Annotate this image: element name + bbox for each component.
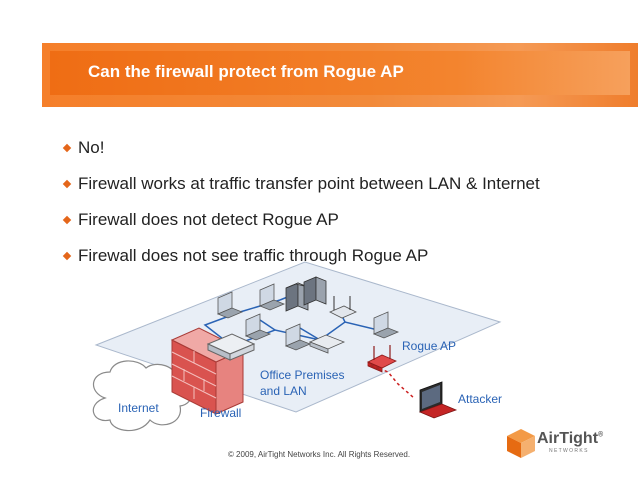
router-icon: [206, 333, 256, 361]
bullet-text: Firewall does not detect Rogue AP: [78, 210, 339, 229]
title-banner: Can the firewall protect from Rogue AP: [42, 43, 638, 107]
rogue-ap-label: Rogue AP: [402, 339, 457, 353]
bullet-list: No! Firewall works at traffic transfer p…: [62, 137, 540, 281]
logo-name: AirTight®: [537, 430, 604, 447]
access-point-icon: [329, 296, 357, 319]
bullet-text: Firewall works at traffic transfer point…: [78, 174, 540, 193]
title-banner-inner: Can the firewall protect from Rogue AP: [50, 51, 630, 95]
airtight-logo-icon: [507, 429, 535, 458]
logo-subtitle: N E T W O R K S: [549, 448, 588, 454]
attacker-label: Attacker: [458, 392, 503, 406]
server-icon: [285, 276, 327, 312]
attacker-laptop-icon: [418, 381, 458, 419]
firewall-label: Firewall: [200, 406, 242, 420]
office-label: Office Premises: [260, 368, 345, 382]
bullet-text: No!: [78, 138, 105, 157]
internet-label: Internet: [118, 401, 159, 415]
laptop-icon: [372, 311, 400, 339]
bullet-item: Firewall works at traffic transfer point…: [62, 173, 540, 209]
airtight-logo: AirTight® N E T W O R K S: [503, 426, 603, 465]
logo-reg-mark: ®: [598, 431, 604, 439]
laptop-icon: [258, 283, 286, 311]
bullet-text: Firewall does not see traffic through Ro…: [78, 246, 429, 265]
office-label-2: and LAN: [260, 384, 307, 398]
slide-title: Can the firewall protect from Rogue AP: [88, 62, 404, 81]
laptop-icon: [284, 323, 312, 351]
bullet-item: No!: [62, 137, 540, 173]
switch-icon: [308, 334, 346, 354]
laptop-icon: [216, 291, 244, 319]
laptop-icon: [244, 313, 272, 341]
copyright-footer: © 2009, AirTight Networks Inc. All Right…: [227, 450, 411, 459]
bullet-item: Firewall does not detect Rogue AP: [62, 209, 540, 245]
bullet-item: Firewall does not see traffic through Ro…: [62, 245, 540, 281]
